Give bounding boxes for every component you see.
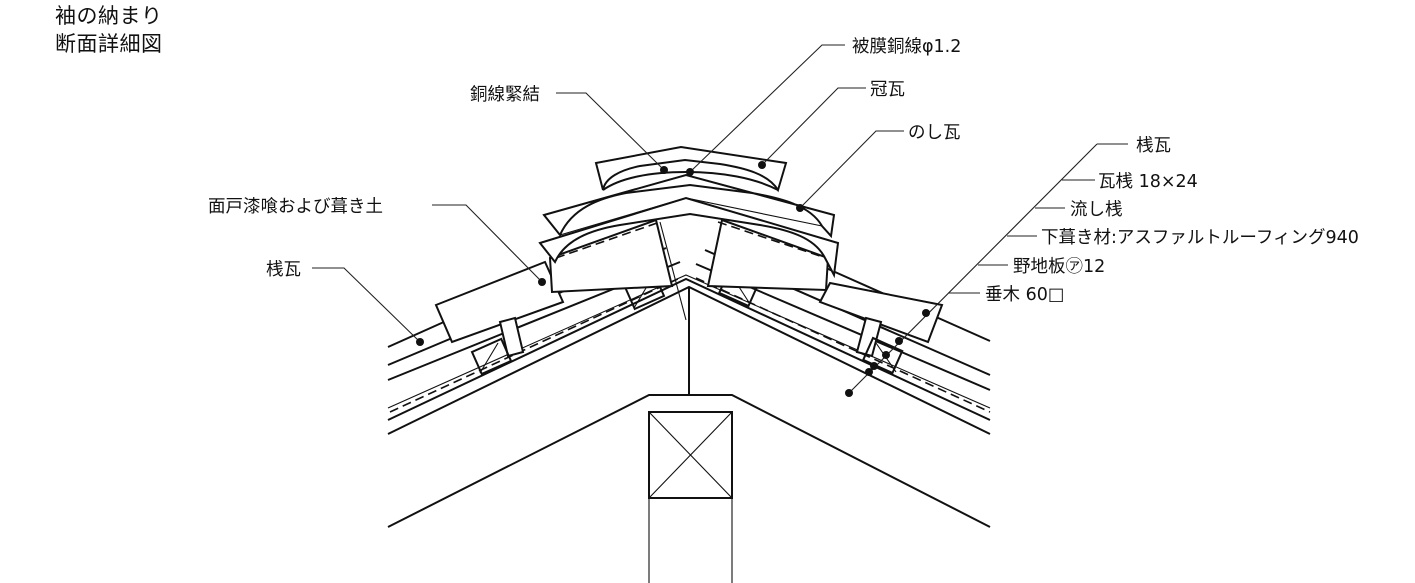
label-copper-wire-coated: 被膜銅線φ1.2 xyxy=(852,37,961,57)
noshi-tile-inner-line xyxy=(559,197,823,236)
labels: 被膜銅線φ1.2 銅線緊結 冠瓦 のし瓦 面戸漆喰および葺き土 桟瓦 桟瓦 瓦桟… xyxy=(208,37,1359,305)
mortar-center-line xyxy=(659,221,687,321)
noshi-tiles xyxy=(538,173,840,279)
label-rafter: 垂木 60□ xyxy=(985,285,1064,305)
pan-tile-right-foot xyxy=(855,316,883,358)
leader-dot xyxy=(796,204,804,212)
label-crown-tile: 冠瓦 xyxy=(870,80,905,100)
label-tile-batten: 瓦桟 18×24 xyxy=(1098,172,1198,192)
mortar-right-box xyxy=(706,218,830,292)
underlay-dashed-right xyxy=(695,277,991,413)
leader-dot xyxy=(686,168,694,176)
leader-dot xyxy=(538,278,546,286)
leader-dot xyxy=(416,338,424,346)
title-line-1: 袖の納まり xyxy=(55,4,163,28)
leader-lines xyxy=(312,44,1128,397)
mortar-left-box xyxy=(548,218,674,294)
rafter-structure xyxy=(387,274,991,583)
leader-dot xyxy=(758,161,766,169)
label-noshi-tile: のし瓦 xyxy=(908,123,961,143)
leader-mortar xyxy=(432,204,543,283)
leader-dot xyxy=(882,351,890,359)
label-underlay: 下葺き材:アスファルトルーフィング940 xyxy=(1041,228,1359,248)
mortar-and-clay xyxy=(548,218,830,321)
leader-pan-tile-left xyxy=(312,267,421,343)
leader-dot xyxy=(922,309,930,317)
sheathing-line xyxy=(387,277,991,421)
drawing-title: 袖の納まり 断面詳細図 xyxy=(55,2,163,58)
noshi-tile-upper xyxy=(542,173,836,239)
tile-batten-left-1-diag xyxy=(479,342,499,374)
leader-noshi-tile xyxy=(799,130,904,209)
label-drain-batten: 流し桟 xyxy=(1070,200,1123,220)
pan-tile-right-block xyxy=(818,281,944,344)
label-copper-wire-tie: 銅線緊結 xyxy=(470,85,540,105)
mortar-dashed-top xyxy=(555,221,827,259)
label-mortar-and-clay: 面戸漆喰および葺き土 xyxy=(208,197,383,217)
leader-crown-tile xyxy=(761,87,866,166)
label-pan-tile-left: 桟瓦 xyxy=(266,260,301,280)
leader-copper-wire-coated xyxy=(689,44,845,173)
label-pan-tile-right: 桟瓦 xyxy=(1136,136,1171,156)
noshi-tile-lower xyxy=(538,196,840,279)
leader-dot xyxy=(845,389,853,397)
leader-dot xyxy=(895,337,903,345)
leader-copper-wire-tie xyxy=(556,92,665,171)
title-line-2: 断面詳細図 xyxy=(55,32,163,56)
ridge-beam-cross-2 xyxy=(648,411,733,499)
crown-tile-shape xyxy=(594,145,788,193)
leader-dot xyxy=(865,368,873,376)
leader-right-main xyxy=(848,143,1098,394)
leader-dot xyxy=(870,362,878,370)
label-sheathing: 野地板㋐12 xyxy=(1013,257,1105,277)
leader-dot xyxy=(660,166,668,174)
rafter-bottom-line xyxy=(387,394,991,528)
tile-batten-left-1 xyxy=(470,337,513,376)
underlay-line xyxy=(387,274,991,409)
pan-tile-left-block xyxy=(434,260,565,344)
pan-tile-left-foot xyxy=(498,316,525,358)
